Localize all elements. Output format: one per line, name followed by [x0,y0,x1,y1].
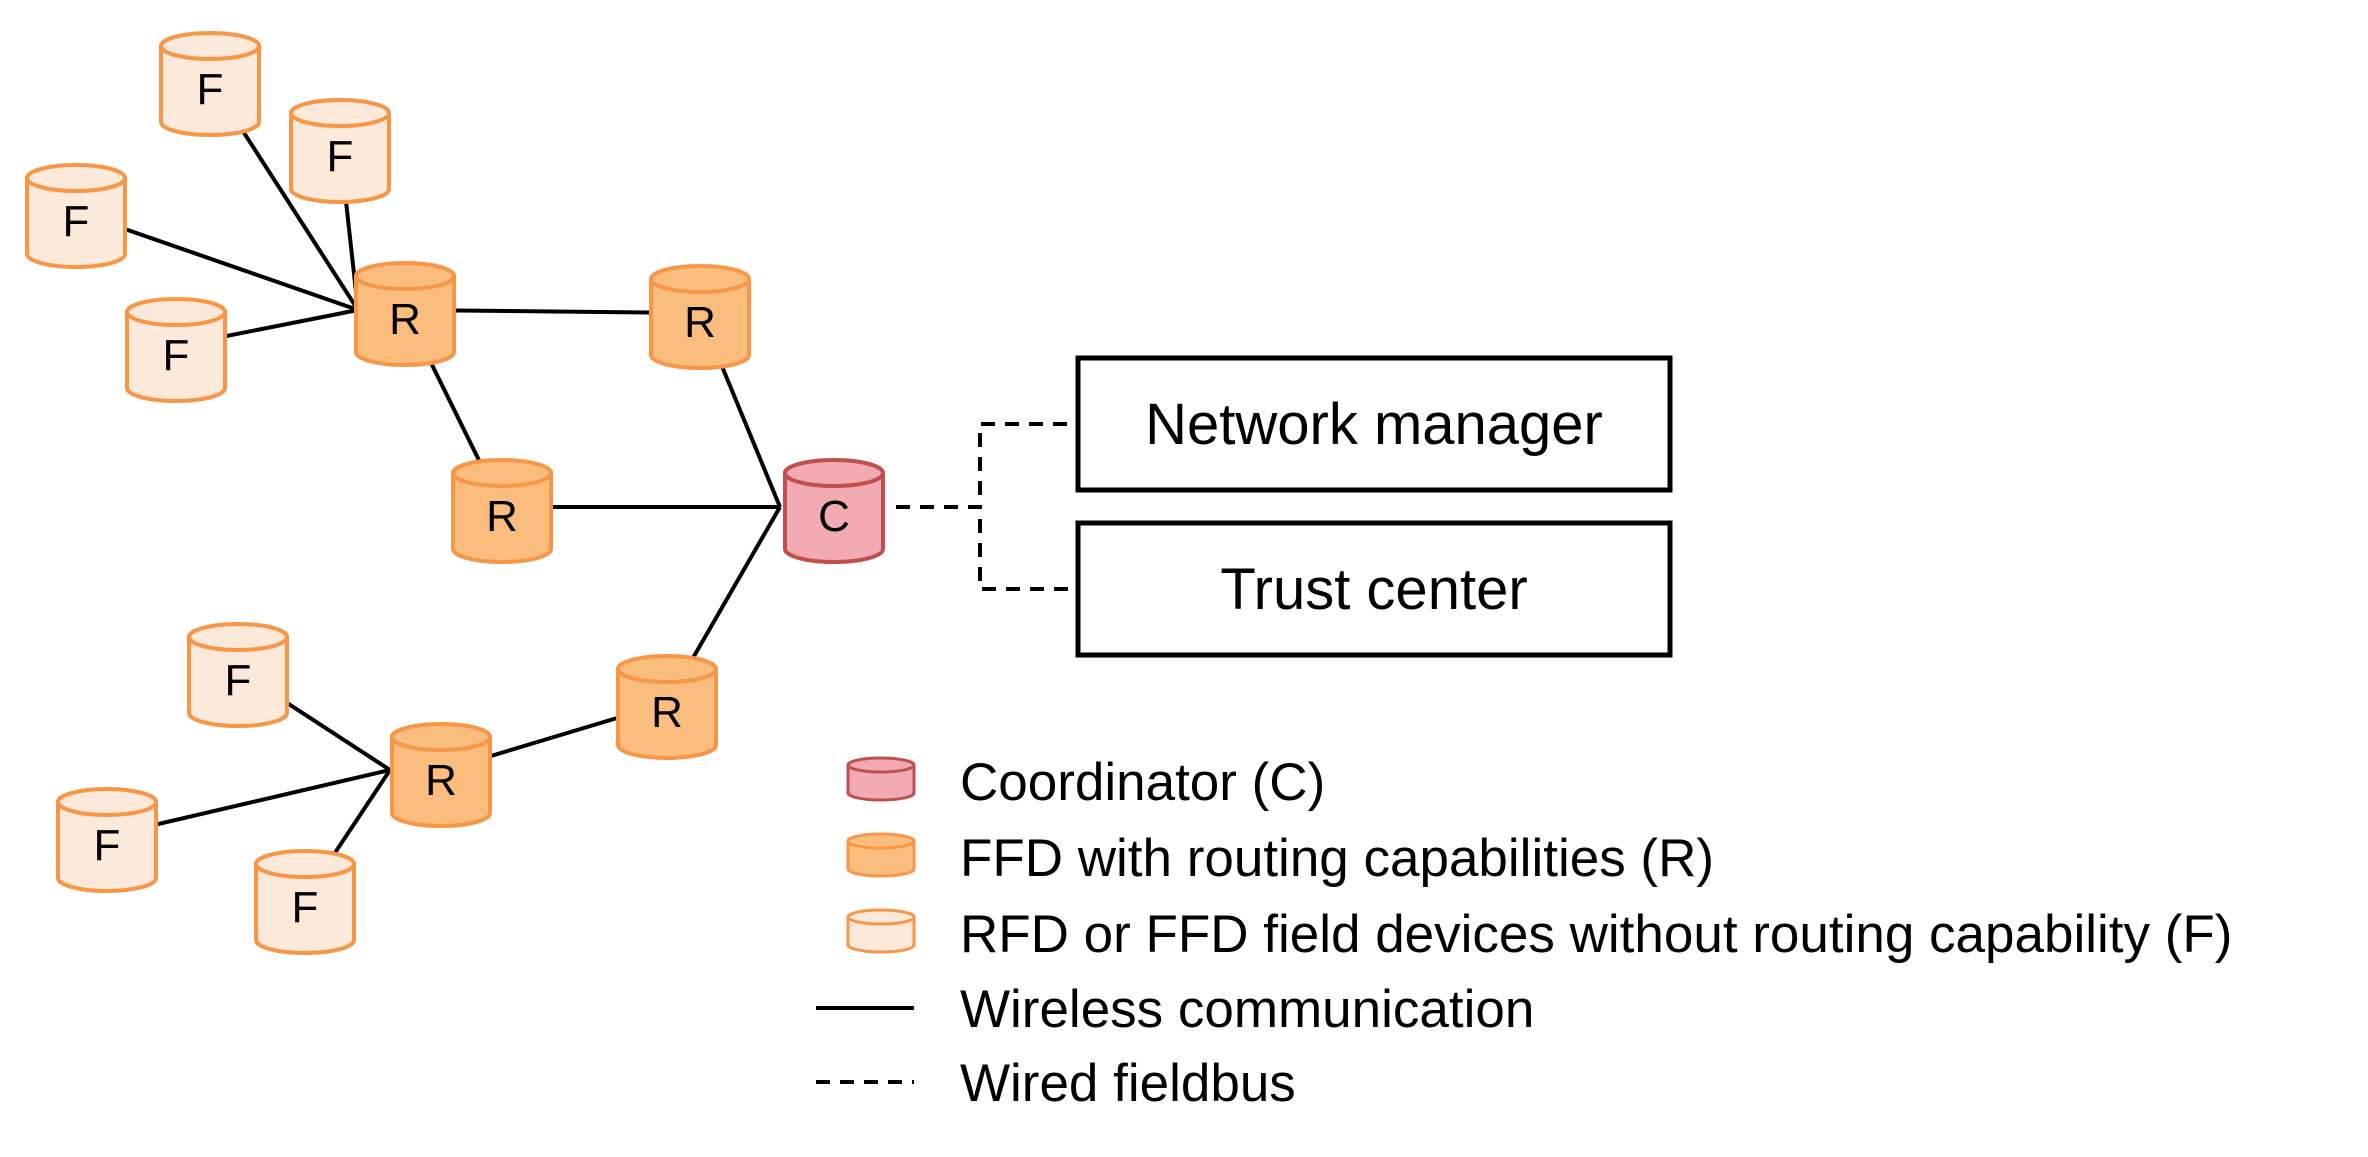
field-node-f2: F [289,98,391,204]
field-node-f3: F [25,163,127,269]
legend-wired-label: Wired fieldbus [960,1054,1296,1113]
legend: Coordinator (C) FFD with routing capabil… [816,753,2232,1113]
field-node-f6: F [56,787,158,893]
field-node-f4: F [125,297,227,403]
router-node-r3: R [451,458,553,564]
node-label-f1: F [197,65,224,114]
legend-router-label: FFD with routing capabilities (R) [960,829,1714,888]
legend-field-label: RFD or FFD field devices without routing… [960,905,2232,964]
field-node-f7: F [254,849,356,955]
field-node-f5: F [187,622,289,728]
node-label-f7: F [292,883,319,932]
node-label-c: C [818,492,850,541]
nodes-layer: F F F F R R R C R R F F F [25,31,885,955]
node-label-r5: R [425,756,457,805]
wired-link-c-trust_center [896,505,1078,591]
router-node-r5: R [390,722,492,828]
node-label-f4: F [163,331,190,380]
router-node-r2: R [649,264,751,370]
legend-coordinator-label: Coordinator (C) [960,753,1325,812]
wired-link-c-network_manager [896,422,1078,509]
node-label-r1: R [389,295,421,344]
node-label-r2: R [684,298,716,347]
legend-coordinator-icon [846,756,916,802]
legend-wireless-label: Wireless communication [960,980,1534,1039]
node-label-f5: F [225,656,252,705]
legend-router-icon [846,832,916,878]
router-node-r4: R [616,654,718,760]
node-label-f2: F [327,132,354,181]
node-label-f3: F [63,197,90,246]
links-layer [75,78,1078,900]
node-label-r4: R [651,688,683,737]
network-manager-label: Network manager [1145,392,1603,457]
node-label-r3: R [486,492,518,541]
field-node-f1: F [159,31,261,137]
node-label-f6: F [94,821,121,870]
trust-center-label: Trust center [1220,557,1527,622]
legend-field-icon [846,908,916,954]
network-manager-box: Network manager [1075,355,1673,493]
trust-center-box: Trust center [1075,520,1673,658]
router-node-r1: R [354,261,456,367]
coordinator-node-c: C [783,458,885,564]
